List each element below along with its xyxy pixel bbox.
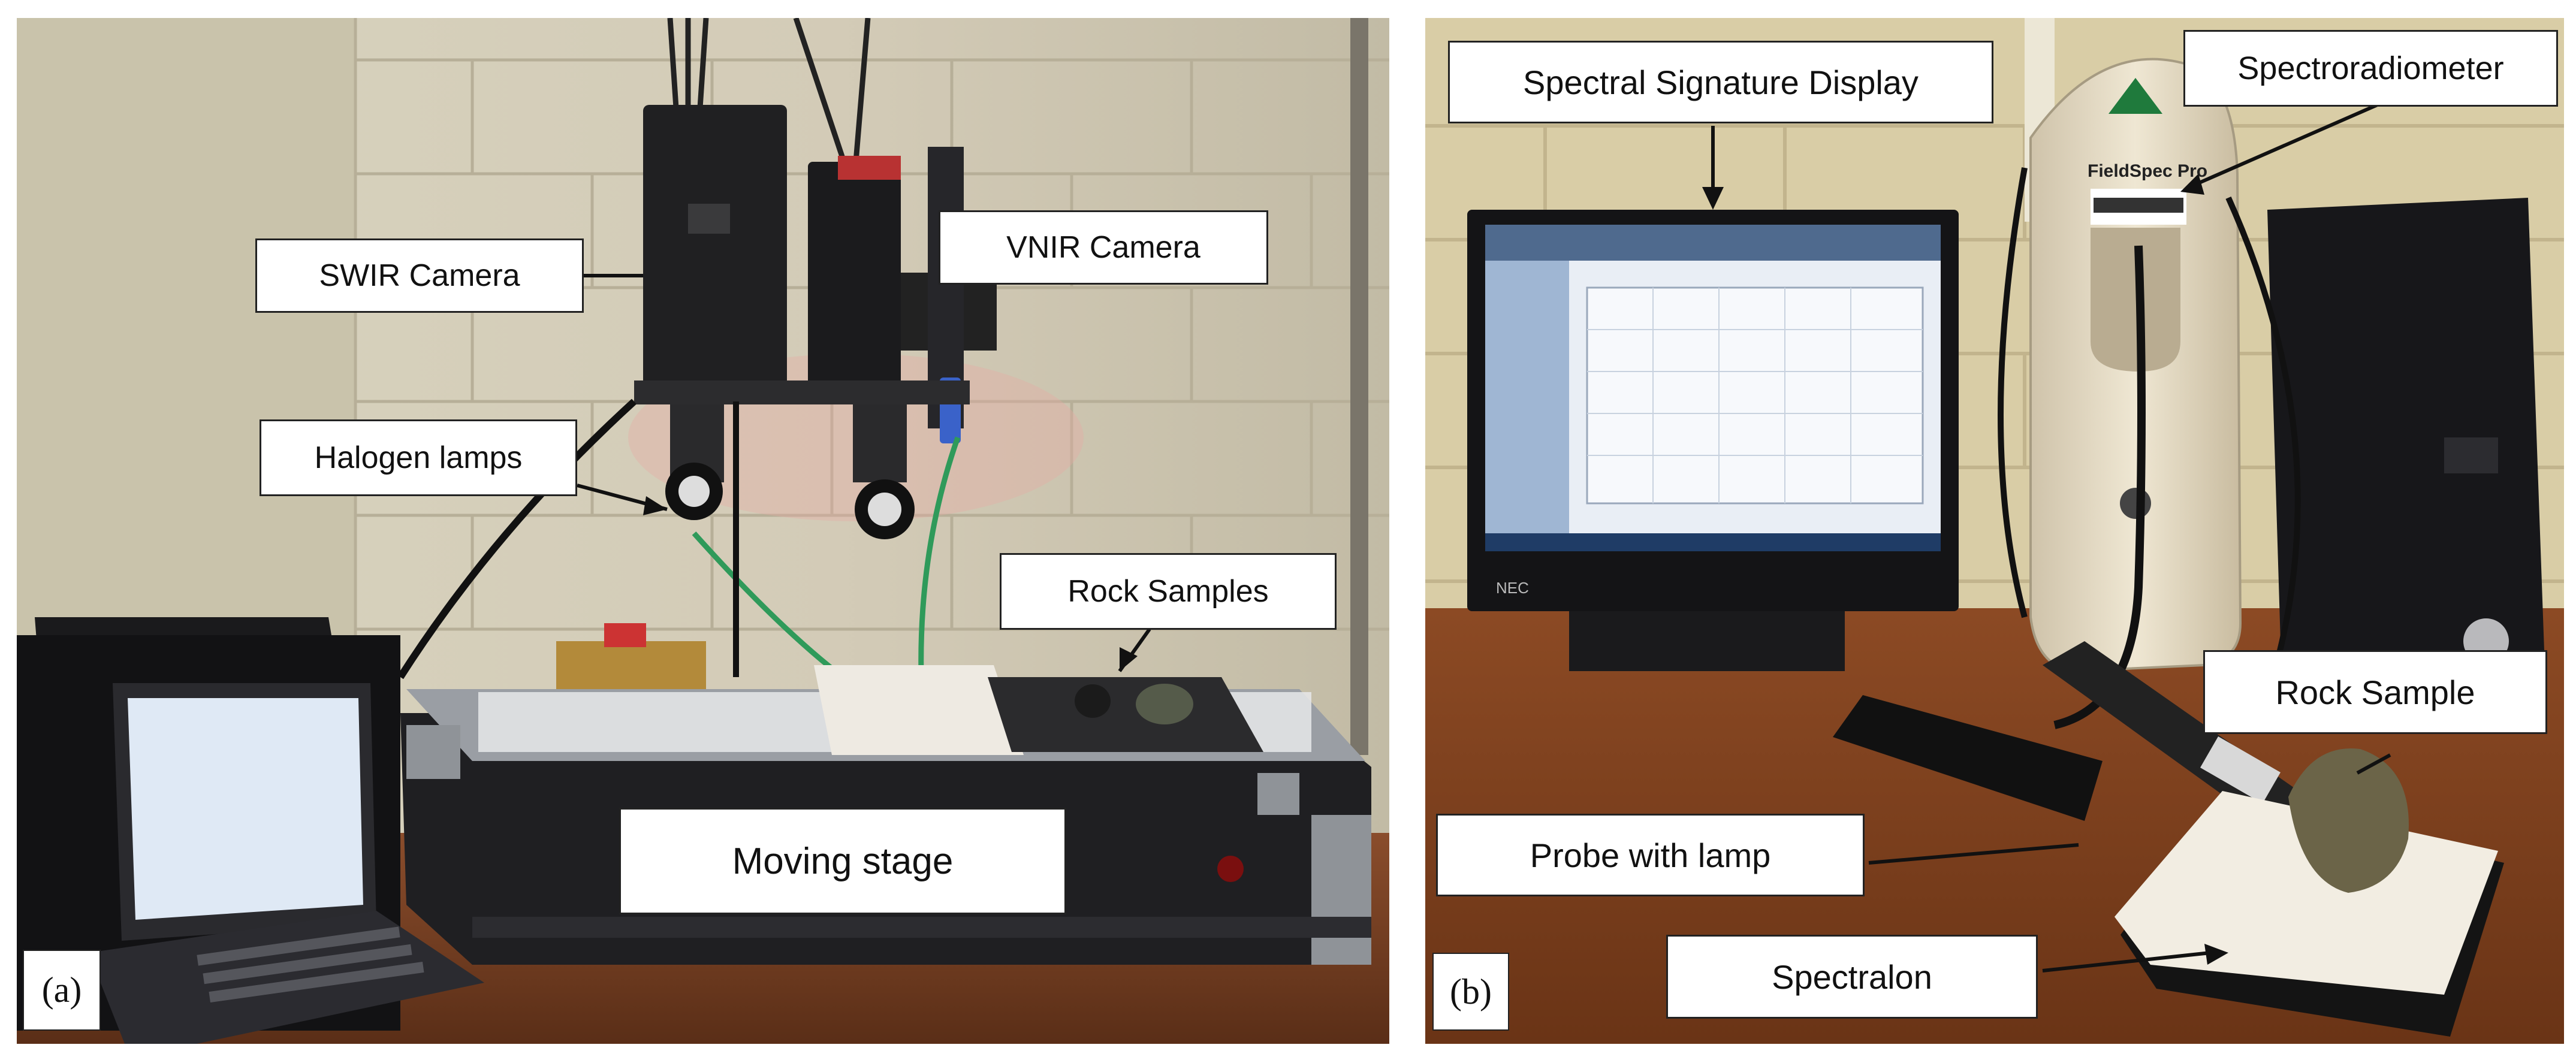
probe-tip [2200,736,2281,804]
arrowhead-spectralon [2204,944,2228,965]
label-vnir-camera: VNIR Camera [939,210,1268,285]
screen-sidepanel [1485,261,1569,551]
label-swir-camera: SWIR Camera [255,238,584,313]
fiber-cable-2 [1998,167,2028,618]
label-rock-samples: Rock Samples [1000,553,1337,630]
screen-plot-grid [1587,288,1923,503]
fiber-cable-3 [2225,196,2301,666]
halogen-lamp-left [665,404,724,520]
panel-tag-a: (a) [23,950,101,1031]
label-moving-stage: Moving stage [619,808,1066,914]
vnir-camera-body [808,162,901,401]
controller-box [556,641,706,689]
laptop-screen [128,698,363,920]
panel-tag-b: (b) [1432,953,1509,1031]
callout-leaders-b [1711,100,2391,973]
laptop-keyboard [89,911,484,1044]
monitor-stand [1569,611,1845,671]
sample-tray [988,677,1263,752]
vnir-camera-top [838,156,901,180]
label-probe-with-lamp: Probe with lamp [1436,814,1865,896]
screen-toolbar [1485,225,1941,261]
label-halogen-lamps: Halogen lamps [260,419,577,496]
device-power-button [2120,488,2151,519]
asd-logo [2109,78,2162,114]
rock-sample-2 [1136,684,1193,724]
white-plate [814,665,1024,755]
bracket-right-top [1257,773,1299,815]
swir-camera-label-plate [688,204,730,234]
probe-handle [1833,695,2103,821]
screen-taskbar [1485,533,1941,551]
controller-red-part [604,623,646,647]
fiber-channel [2091,228,2180,372]
bracket-right [1311,815,1371,965]
rock-sample-b [2288,748,2409,893]
panel-b-photo: NEC FieldSpec Pro [1425,18,2564,1044]
pc-drive-bay [2444,437,2498,473]
green-cable-right [918,436,961,696]
screen-plot-area [1586,286,1924,505]
device-barcode [2094,198,2183,213]
lab-scene-a [17,18,1389,1044]
swir-camera-body [643,105,787,386]
halogen-lamp-right [853,404,915,539]
monitor-brand: NEC [1496,579,1529,597]
label-rock-sample: Rock Sample [2203,650,2547,734]
lamp-bar [634,380,970,404]
label-spectroradiometer: Spectroradiometer [2183,30,2558,107]
arrowhead-rock-samples [1120,647,1138,671]
label-spectralon: Spectralon [1666,935,2038,1019]
stage-red-button [1217,856,1244,882]
camera-cables [667,18,871,163]
label-spectral-signature-display: Spectral Signature Display [1448,41,1993,123]
device-brand-text: FieldSpec Pro [2088,161,2207,181]
stage-base [472,917,1371,938]
rock-sample-1 [1075,684,1111,718]
black-cable [397,398,637,680]
laptop-keys [197,926,424,1002]
arrowhead-display [1702,187,1724,210]
bracket-left [406,725,460,779]
arrowhead-halogen [643,496,667,515]
arrowhead-spectroradiometer [2180,174,2204,195]
wall-pole [1350,18,1368,755]
pc-tower [2267,198,2546,701]
panel-a-photo: SWIR Camera VNIR Camera Halogen lamps Ro… [17,18,1389,1044]
